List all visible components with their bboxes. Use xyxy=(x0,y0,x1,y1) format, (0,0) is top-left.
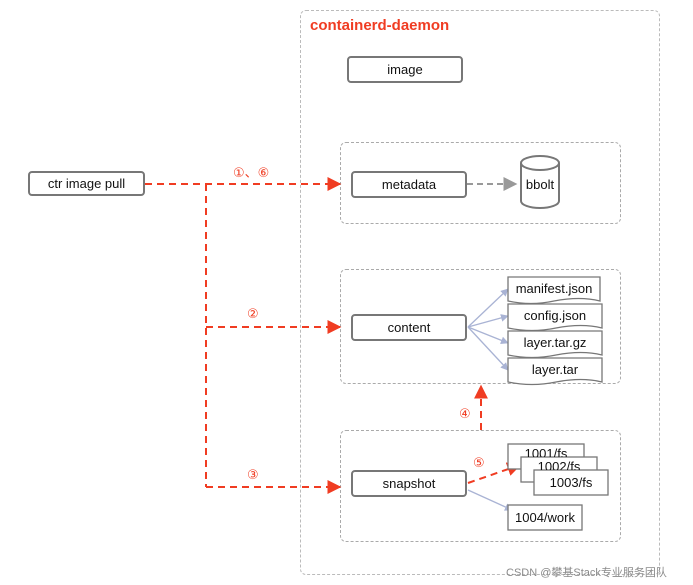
snapshot-box[interactable]: snapshot xyxy=(351,470,467,497)
dir-1003-fs: 1003/fs xyxy=(549,475,593,490)
doc-manifest xyxy=(507,276,601,305)
flow-snapshot-to-dirs xyxy=(467,462,522,484)
dir-1001-fs: 1001/fs xyxy=(524,446,568,457)
sheet-1004 xyxy=(507,504,583,531)
file-layer-tar-gz: layer.tar.gz xyxy=(523,334,587,350)
dir-1004-work: 1004/work xyxy=(515,510,575,525)
metadata-label: metadata xyxy=(381,177,437,192)
step-label-snapshot-to-dirs: ⑤ xyxy=(473,455,485,470)
image-box[interactable]: image xyxy=(347,56,463,83)
watermark: CSDN @攀基Stack专业服务团队 xyxy=(506,567,667,579)
bbolt-label: bbolt xyxy=(525,176,555,192)
containerd-daemon-group xyxy=(300,10,660,575)
image-label: image xyxy=(387,62,423,77)
doc-config xyxy=(507,303,603,332)
bbolt-cylinder xyxy=(520,155,560,209)
file-manifest-json: manifest.json xyxy=(515,280,593,296)
step-label-content: ② xyxy=(247,306,259,321)
ctr-image-pull-label: ctr image pull xyxy=(47,176,126,191)
content-label: content xyxy=(387,320,431,335)
file-layer-tar: layer.tar xyxy=(531,361,579,377)
ctr-image-pull-box[interactable]: ctr image pull xyxy=(28,171,145,196)
sheet-1003 xyxy=(533,469,609,496)
step-label-snapshot: ③ xyxy=(247,467,259,482)
step-label-snapshot-to-content: ④ xyxy=(459,406,471,421)
metadata-box[interactable]: metadata xyxy=(351,171,467,198)
daemon-title: containerd-daemon xyxy=(310,17,450,34)
doc-layer-tar xyxy=(507,357,603,386)
doc-layer-gz xyxy=(507,330,603,359)
dir-1002-fs: 1002/fs xyxy=(537,459,581,470)
content-box[interactable]: content xyxy=(351,314,467,341)
step-label-metadata: ①、⑥ xyxy=(233,165,270,180)
snapshot-label: snapshot xyxy=(382,476,436,491)
file-config-json: config.json xyxy=(523,307,587,323)
